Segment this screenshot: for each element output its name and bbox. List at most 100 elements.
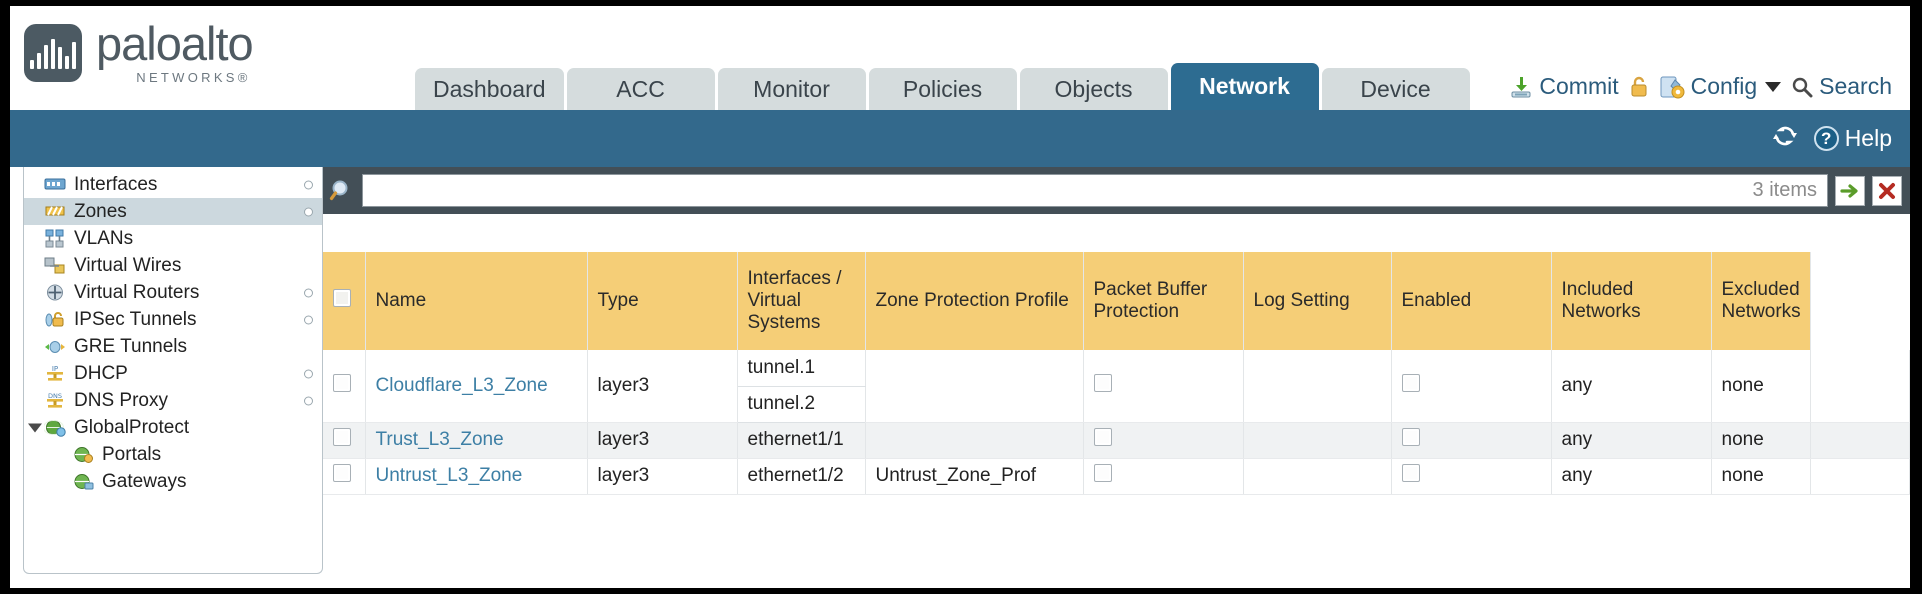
globalprotect-icon bbox=[42, 418, 66, 437]
sidebar-item-dns-proxy[interactable]: DNS DNS Proxy bbox=[24, 387, 322, 414]
row-checkbox-cell bbox=[323, 458, 366, 495]
col-packet-buffer-protection[interactable]: Packet Buffer Protection bbox=[1083, 252, 1244, 350]
userid-enabled-checkbox[interactable] bbox=[1401, 373, 1420, 392]
zones-table-wrap: User-ID Name Type Interfaces / Virtual S… bbox=[323, 214, 1910, 574]
dhcp-icon: IP bbox=[44, 364, 66, 383]
help-button[interactable]: ? Help bbox=[1813, 125, 1892, 152]
brand-name: paloalto bbox=[96, 17, 254, 70]
packet-buffer-protection-checkbox[interactable] bbox=[1093, 464, 1112, 482]
config-button[interactable]: Config bbox=[1659, 73, 1782, 100]
svg-text:DNS: DNS bbox=[48, 392, 62, 400]
virtual-routers-icon bbox=[44, 283, 66, 302]
packet-buffer-protection-cell bbox=[1083, 422, 1244, 459]
excluded-networks-cell: none bbox=[1711, 350, 1811, 423]
col-zone-protection-profile[interactable]: Zone Protection Profile bbox=[865, 252, 1084, 350]
context-bar: ? Help bbox=[10, 110, 1910, 167]
userid-enabled-checkbox[interactable] bbox=[1401, 428, 1420, 446]
padlock-icon[interactable] bbox=[1629, 75, 1649, 99]
sidebar-item-gateways[interactable]: Gateways bbox=[24, 468, 322, 495]
magnifier-icon[interactable] bbox=[329, 178, 355, 204]
row-select-checkbox[interactable] bbox=[333, 428, 351, 446]
virtual-wires-icon bbox=[44, 256, 66, 275]
tab-dashboard[interactable]: Dashboard bbox=[415, 68, 564, 110]
gre-tunnels-icon bbox=[44, 337, 66, 356]
group-header-row: User-ID bbox=[323, 214, 1910, 252]
col-included-networks[interactable]: Included Networks bbox=[1551, 252, 1712, 350]
tab-device[interactable]: Device bbox=[1321, 68, 1470, 110]
search-button[interactable]: Search bbox=[1791, 73, 1892, 100]
search-input[interactable] bbox=[373, 176, 1753, 205]
brand-subtitle: NETWORKS® bbox=[136, 70, 251, 85]
sidebar-item-label: VLANs bbox=[74, 227, 134, 249]
sidebar-item-virtual-routers[interactable]: Virtual Routers bbox=[24, 279, 322, 306]
paloalto-logo-icon bbox=[24, 23, 82, 82]
commit-icon bbox=[1509, 75, 1533, 99]
userid-enabled-cell bbox=[1391, 458, 1552, 495]
items-count: 3 items bbox=[1752, 179, 1817, 201]
refresh-icon[interactable] bbox=[1772, 124, 1798, 154]
zone-name-link[interactable]: Trust_L3_Zone bbox=[375, 429, 504, 450]
tab-acc[interactable]: ACC bbox=[566, 68, 715, 110]
zone-type-cell: layer3 bbox=[587, 458, 738, 495]
chevron-down-icon[interactable] bbox=[1765, 81, 1782, 92]
col-excluded-networks[interactable]: Excluded Networks bbox=[1711, 252, 1811, 350]
tab-policies[interactable]: Policies bbox=[868, 68, 1017, 110]
excluded-networks-cell: none bbox=[1711, 458, 1811, 495]
page-body: Interfaces Zones VLANs Vir bbox=[10, 167, 1910, 574]
userid-enabled-cell bbox=[1391, 350, 1552, 423]
search-field[interactable]: 3 items bbox=[362, 174, 1828, 207]
sidebar-item-zones[interactable]: Zones bbox=[24, 198, 322, 225]
sidebar-item-portals[interactable]: Portals bbox=[24, 441, 322, 468]
zones-content: 3 items bbox=[323, 167, 1910, 574]
userid-enabled-cell bbox=[1391, 422, 1552, 459]
table-row[interactable]: Cloudflare_L3_Zone layer3 tunnel.1 bbox=[323, 350, 1910, 423]
table-row[interactable]: Trust_L3_Zone layer3 ethernet1/1 bbox=[323, 422, 1910, 459]
sidebar-item-label: DNS Proxy bbox=[74, 389, 168, 411]
search-icon bbox=[1791, 76, 1813, 98]
col-type[interactable]: Type bbox=[587, 252, 738, 350]
sidebar-status-dot bbox=[304, 207, 313, 216]
commit-button[interactable]: Commit bbox=[1509, 73, 1619, 100]
table-row[interactable]: Untrust_L3_Zone layer3 ethernet1/2 Untru… bbox=[323, 458, 1910, 495]
column-header-row: Name Type Interfaces / Virtual Systems Z… bbox=[323, 252, 1910, 350]
main-tabs: Dashboard ACC Monitor Policies Objects N… bbox=[415, 63, 1470, 110]
search-label: Search bbox=[1819, 73, 1892, 99]
apply-filter-button[interactable] bbox=[1835, 175, 1865, 206]
sidebar-item-gre-tunnels[interactable]: GRE Tunnels bbox=[24, 333, 322, 360]
portals-icon bbox=[72, 445, 94, 464]
col-userid-enabled[interactable]: Enabled bbox=[1391, 252, 1552, 350]
userid-enabled-checkbox[interactable] bbox=[1401, 464, 1420, 482]
sidebar-item-interfaces[interactable]: Interfaces bbox=[24, 171, 322, 198]
sidebar-item-globalprotect[interactable]: GlobalProtect bbox=[24, 414, 322, 441]
zone-name-link[interactable]: Cloudflare_L3_Zone bbox=[375, 374, 548, 396]
sidebar-item-ipsec-tunnels[interactable]: IPSec Tunnels bbox=[24, 306, 322, 333]
brand-logo: paloalto NETWORKS® bbox=[24, 17, 254, 85]
col-log-setting[interactable]: Log Setting bbox=[1243, 252, 1392, 350]
sidebar-item-virtual-wires[interactable]: Virtual Wires bbox=[24, 252, 322, 279]
tab-network[interactable]: Network bbox=[1170, 63, 1319, 110]
row-select-checkbox[interactable] bbox=[333, 373, 351, 392]
col-interfaces[interactable]: Interfaces / Virtual Systems bbox=[737, 252, 866, 350]
sidebar-item-label: Virtual Routers bbox=[74, 281, 200, 303]
sidebar-item-dhcp[interactable]: IP DHCP bbox=[24, 360, 322, 387]
tab-monitor[interactable]: Monitor bbox=[717, 68, 866, 110]
expand-collapse-icon[interactable] bbox=[28, 423, 42, 432]
zone-name-link[interactable]: Untrust_L3_Zone bbox=[375, 465, 523, 486]
sidebar-status-dot bbox=[304, 369, 313, 378]
select-all-header bbox=[323, 252, 366, 350]
select-all-checkbox[interactable] bbox=[333, 289, 351, 307]
sidebar-item-vlans[interactable]: VLANs bbox=[24, 225, 322, 252]
clear-filter-button[interactable] bbox=[1872, 175, 1902, 206]
zone-type-cell: layer3 bbox=[587, 422, 738, 459]
network-sidebar: Interfaces Zones VLANs Vir bbox=[23, 167, 323, 574]
col-name[interactable]: Name bbox=[365, 252, 588, 350]
packet-buffer-protection-checkbox[interactable] bbox=[1093, 428, 1112, 446]
packet-buffer-protection-checkbox[interactable] bbox=[1093, 373, 1112, 392]
config-wrench-icon bbox=[1659, 75, 1685, 99]
group-header-spacer bbox=[323, 214, 1243, 252]
commit-label: Commit bbox=[1539, 73, 1619, 99]
row-select-checkbox[interactable] bbox=[333, 464, 351, 482]
tab-objects[interactable]: Objects bbox=[1019, 68, 1168, 110]
gateways-icon bbox=[72, 472, 94, 491]
